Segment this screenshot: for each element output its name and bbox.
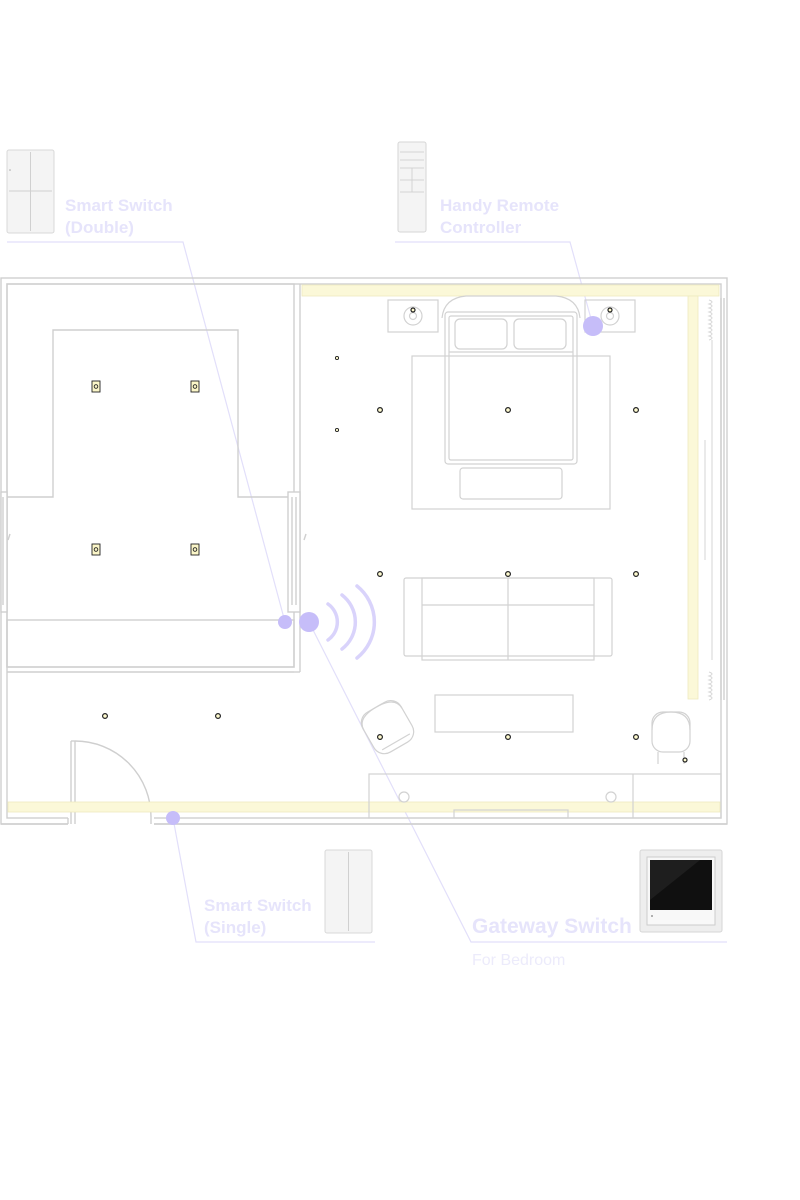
light-strip-top [301, 284, 720, 297]
smart-switch-single-label-line1: Smart Switch [204, 896, 312, 915]
bed [444, 311, 578, 465]
callout-line-single-switch [172, 817, 375, 943]
pillow-left [454, 318, 508, 350]
smart-switch-double-label-line2: (Double) [65, 218, 134, 237]
downlight [505, 570, 512, 577]
light-strip-right [687, 295, 699, 700]
nightstand-right [584, 299, 636, 333]
square-light [91, 543, 101, 556]
light-strips [7, 284, 721, 813]
downlight [505, 733, 512, 740]
callout-line-double-switch [7, 241, 286, 623]
closet-wall [6, 283, 295, 668]
square-light [91, 380, 101, 393]
closet-lights [91, 380, 200, 556]
gateway-panel-icon [639, 849, 723, 933]
entry-door [1, 740, 727, 826]
coffee-table [434, 694, 574, 733]
marker-remote[interactable] [583, 316, 603, 336]
gateway-switch-title: Gateway Switch [472, 915, 632, 938]
spotlight [334, 355, 340, 361]
pillow-right [513, 318, 567, 350]
armchair-left [360, 700, 415, 755]
outer-wall [0, 277, 728, 825]
spotlight [334, 427, 340, 433]
marker-gateway-switch[interactable] [299, 612, 319, 632]
walls [0, 277, 728, 825]
marker-single-switch[interactable] [166, 811, 180, 825]
double-switch-icon [6, 149, 55, 234]
downlight [377, 407, 384, 414]
inner-wall [6, 283, 722, 819]
downlight [607, 307, 613, 313]
downlight [215, 712, 222, 719]
downlight [377, 570, 384, 577]
furniture [360, 295, 722, 819]
single-switch-icon [324, 849, 373, 934]
armchair-right [651, 711, 691, 764]
bed-bench [459, 467, 563, 500]
downlight [632, 570, 639, 577]
nightstand-left [387, 299, 439, 333]
downlight [632, 407, 639, 414]
wireless-signal-icon [326, 584, 377, 660]
smart-switch-double-label-line1: Smart Switch [65, 196, 173, 215]
downlight [505, 407, 512, 414]
rug [411, 355, 611, 510]
downlight [101, 712, 108, 719]
light-strip-bottom [7, 801, 721, 813]
downlight [632, 733, 639, 740]
downlight [682, 757, 688, 763]
remote-controller-icon [397, 141, 427, 233]
closet-inner-wall [7, 329, 294, 498]
downlight [377, 733, 384, 740]
device-markers [166, 316, 603, 825]
downlight [410, 307, 416, 313]
marker-double-switch[interactable] [278, 615, 292, 629]
handy-remote-label-line2: Controller [440, 218, 522, 237]
handy-remote-label-line1: Handy Remote [440, 196, 559, 215]
smart-switch-single-label-line2: (Single) [204, 918, 266, 937]
square-light [190, 543, 200, 556]
square-light [190, 380, 200, 393]
callout-lines [7, 241, 727, 943]
gateway-switch-subtitle: For Bedroom [472, 952, 565, 969]
light-points [101, 307, 688, 763]
callout-line-remote [395, 241, 594, 327]
